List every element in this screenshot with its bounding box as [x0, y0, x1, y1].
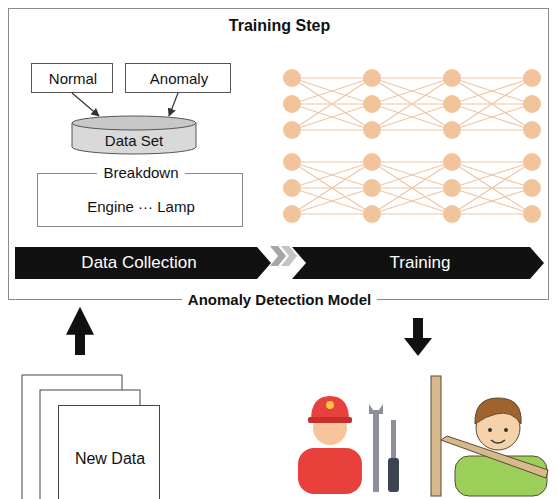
net-link [372, 77, 452, 78]
stage-band: Training [292, 247, 544, 279]
flow-arrow [75, 318, 85, 355]
net-link [372, 78, 452, 104]
net-link [292, 78, 372, 130]
net-link [452, 188, 532, 214]
net-neuron [443, 205, 461, 223]
node-text: Engine ··· Lamp [87, 198, 195, 215]
net-link [292, 162, 372, 214]
net-link [372, 188, 452, 214]
net-link [372, 78, 452, 130]
net-link [372, 162, 452, 214]
node-label: Data Collection [81, 253, 196, 273]
net-link [292, 104, 372, 130]
net-link [292, 188, 372, 214]
net-link [452, 162, 532, 214]
data-box: Anomaly [125, 63, 231, 93]
net-link [452, 104, 532, 130]
node-label: New Data [75, 450, 145, 468]
stage-band: Data Collection [15, 247, 271, 279]
net-link [372, 162, 452, 188]
net-link [372, 104, 452, 130]
net-link [452, 77, 532, 78]
net-neuron [523, 69, 541, 87]
net-link [372, 78, 452, 130]
down-arrow [404, 318, 432, 356]
net-neuron [283, 69, 301, 87]
net-neuron [523, 121, 541, 139]
net-link [292, 77, 372, 78]
step-chevrons [270, 246, 297, 266]
net-link [292, 162, 372, 188]
dataset-cylinder: Data Set [71, 115, 197, 155]
net-link [292, 78, 372, 130]
connector-arrow [169, 93, 178, 116]
net-neuron [523, 153, 541, 171]
net-neuron [443, 153, 461, 171]
net-neuron [363, 205, 381, 223]
mechanic-icon [298, 396, 399, 494]
net-neuron [523, 95, 541, 113]
net-neuron [283, 205, 301, 223]
net-link [292, 162, 372, 214]
net-link [372, 78, 452, 104]
breakdown-group: BreakdownEngine ··· Lamp [37, 173, 243, 227]
net-neuron [443, 121, 461, 139]
net-link [452, 213, 532, 214]
neural-network [283, 69, 541, 223]
new-data-page: New Data [58, 405, 160, 499]
net-neuron [363, 121, 381, 139]
net-link [452, 188, 532, 214]
net-neuron [283, 95, 301, 113]
net-link [452, 162, 532, 188]
net-neuron [363, 153, 381, 171]
net-link [452, 129, 532, 130]
net-link [292, 78, 372, 104]
net-neuron [283, 121, 301, 139]
net-link [452, 161, 532, 162]
node-label: Normal [49, 70, 97, 87]
training-panel: Training StepAnomaly Detection ModelNorm… [8, 8, 549, 300]
net-link [372, 162, 452, 214]
net-link [292, 213, 372, 214]
net-neuron [443, 69, 461, 87]
net-link [292, 78, 372, 104]
data-box: Normal [31, 63, 113, 93]
node-label: Breakdown [97, 164, 184, 181]
net-neuron [283, 153, 301, 171]
net-link [292, 104, 372, 130]
net-link [372, 129, 452, 130]
node-label: Training Step [229, 17, 330, 35]
net-link [452, 78, 532, 130]
net-link [372, 162, 452, 188]
net-link [372, 213, 452, 214]
net-neuron [443, 179, 461, 197]
net-link [452, 78, 532, 104]
net-neuron [523, 179, 541, 197]
node-label: Anomaly [150, 70, 208, 87]
net-link [452, 78, 532, 130]
net-neuron [363, 179, 381, 197]
net-link [292, 188, 372, 214]
net-link [372, 161, 452, 162]
driver-icon [431, 376, 548, 496]
net-link [452, 162, 532, 188]
connector-arrow [72, 93, 99, 116]
net-neuron [363, 95, 381, 113]
net-neuron [523, 205, 541, 223]
net-neuron [443, 95, 461, 113]
net-neuron [363, 69, 381, 87]
net-link [452, 78, 532, 104]
net-link [292, 162, 372, 188]
net-link [292, 129, 372, 130]
net-link [292, 161, 372, 162]
net-link [372, 104, 452, 130]
net-link [372, 188, 452, 214]
node-label: Data Set [105, 132, 163, 149]
node-text: Anomaly Detection Model [182, 291, 377, 308]
net-link [452, 104, 532, 130]
node-label: Training [390, 253, 451, 273]
net-neuron [283, 179, 301, 197]
net-link [452, 162, 532, 214]
